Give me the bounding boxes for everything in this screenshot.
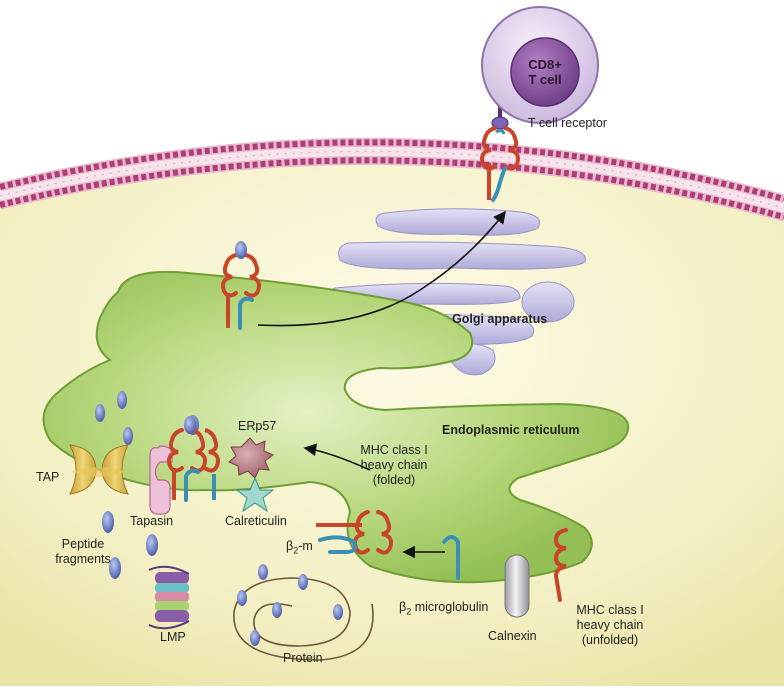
- mhc-peptide-complex-exit: [221, 241, 261, 330]
- b2-base: β: [399, 600, 407, 614]
- mhc-folded-line1: MHC class I: [360, 443, 428, 457]
- tap-label: TAP: [36, 470, 60, 484]
- peptide-label-line1: Peptide: [61, 537, 105, 551]
- mhc-unfolded-line2: heavy chain: [576, 618, 644, 632]
- protein-label: Protein: [283, 651, 323, 665]
- er-label: Endoplasmic reticulum: [442, 423, 580, 437]
- calreticulin: [235, 476, 275, 513]
- b2m-short-sub: 2: [293, 545, 299, 556]
- peptide-label-line2: fragments: [55, 552, 111, 566]
- folding-arrow: [303, 443, 371, 471]
- mhc-unfolded: [553, 528, 568, 602]
- mhc-unfolded-line1: MHC class I: [576, 603, 644, 617]
- mhc-folded-line3: (folded): [372, 473, 416, 487]
- calreticulin-label: Calreticulin: [225, 514, 287, 528]
- cell-membrane: [0, 137, 784, 222]
- tcell-label-line2: T cell: [528, 72, 562, 87]
- b2-tail: microglobulin: [411, 600, 489, 614]
- mhc-unfolded-line3: (unfolded): [581, 633, 639, 647]
- tcell-label-line1: CD8+: [528, 57, 562, 72]
- calnexin: [504, 554, 530, 618]
- protein-spiral: [233, 564, 374, 661]
- tcell-receptor-label: T cell receptor: [528, 116, 607, 130]
- mhc-folded-label: MHC class I heavy chain (folded): [348, 443, 440, 488]
- erp57-label: ERp57: [238, 419, 277, 433]
- lmp-label: LMP: [160, 630, 186, 644]
- b2-microglobulin-label: β2 microglobulin: [399, 600, 488, 620]
- mhc-unfolded-label: MHC class I heavy chain (unfolded): [564, 603, 656, 648]
- mhc-folded-with-b2m: [316, 510, 393, 555]
- tapasin-label: Tapasin: [130, 514, 174, 528]
- b2m-short-tail: -m: [298, 539, 313, 553]
- export-arrow: [257, 210, 506, 327]
- b2m-short-label: β2-m: [286, 539, 313, 559]
- b2m-short-base: β: [286, 539, 294, 553]
- calnexin-label: Calnexin: [488, 629, 537, 643]
- tcell-label: CD8+ T cell: [517, 57, 573, 87]
- golgi-label: Golgi apparatus: [452, 312, 548, 326]
- b2-sub: 2: [406, 606, 412, 617]
- t-cell-receptor: [480, 116, 520, 202]
- peptide-fragments-label: Peptide fragments: [50, 537, 116, 567]
- mhc-peptide-loading-complex: [167, 416, 220, 502]
- cd8-t-cell: [481, 6, 599, 124]
- cytosolic-peptides: [102, 511, 158, 579]
- b2-microglobulin-molecule: [442, 535, 460, 580]
- mhc-folded-line2: heavy chain: [360, 458, 428, 472]
- lmp-proteasome: [148, 565, 190, 630]
- tap-transporter: [69, 444, 129, 495]
